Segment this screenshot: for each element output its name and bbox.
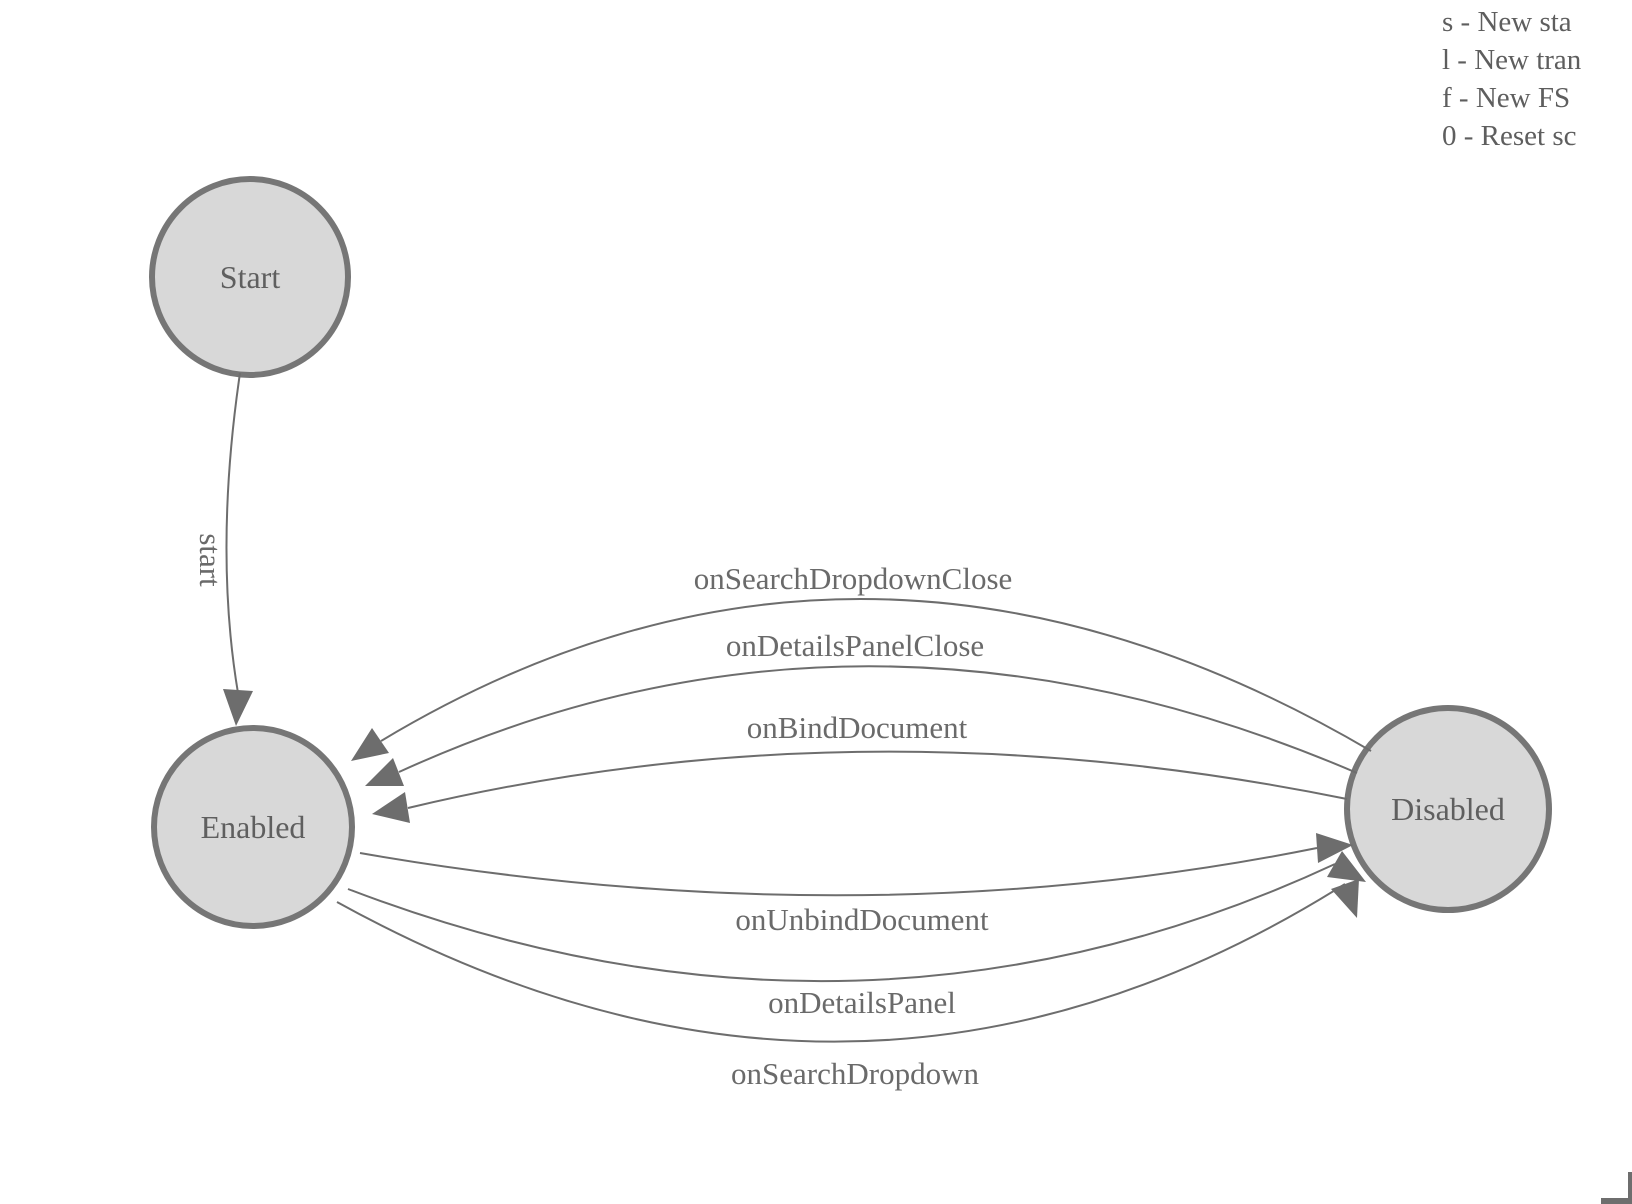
horizontal-scrollbar-thumb[interactable] [1601,1198,1632,1204]
arrowhead-onSearchDropdown [1331,879,1359,918]
hotkey-legend: s - New sta l - New tran f - New FS 0 - … [1442,3,1632,155]
hotkey-legend-line: l - New tran [1442,44,1582,76]
transition-label-onBindDocument[interactable]: onBindDocument [747,710,968,745]
hotkey-legend-line: s - New sta [1442,6,1572,38]
transition-edge-start[interactable] [225,372,241,694]
transition-label-onSearchDropdown[interactable]: onSearchDropdown [731,1056,979,1091]
transition-label-onSearchDropdownClose[interactable]: onSearchDropdownClose [694,561,1013,596]
transition-edge-onSearchDropdown[interactable] [336,883,1346,1043]
state-node-enabled[interactable]: Enabled [151,725,355,929]
transition-onDetailsPanelClose[interactable]: onDetailsPanelClose [365,628,1358,786]
state-label-enabled: Enabled [201,809,306,845]
state-circle-enabled[interactable] [151,725,355,929]
arrowhead-onDetailsPanel [1327,851,1366,882]
transition-onBindDocument[interactable]: onBindDocument [372,710,1348,823]
transition-onUnbindDocument[interactable]: onUnbindDocument [359,833,1353,937]
transition-edge-onUnbindDocument[interactable] [359,847,1318,897]
transition-start[interactable]: start [193,372,253,726]
arrowhead-onSearchDropdownClose [351,728,389,761]
transition-onSearchDropdown[interactable]: onSearchDropdown [336,879,1359,1091]
transition-edge-onDetailsPanel[interactable] [347,863,1336,983]
arrowhead-onUnbindDocument [1316,833,1353,863]
transition-onSearchDropdownClose[interactable]: onSearchDropdownClose [351,561,1372,761]
transition-label-onDetailsPanel[interactable]: onDetailsPanel [768,985,956,1020]
transition-edge-onBindDocument[interactable] [407,750,1348,809]
arrowhead-onDetailsPanelClose [365,758,404,786]
state-circle-start[interactable] [149,176,351,378]
hotkey-legend-line: f - New FS [1442,82,1571,114]
transition-edge-onDetailsPanelClose[interactable] [398,665,1358,774]
state-node-start[interactable]: Start [149,176,351,378]
transition-label-onUnbindDocument[interactable]: onUnbindDocument [735,902,989,937]
transition-label-start[interactable]: start [193,533,228,587]
hotkey-legend-line: 0 - Reset sc [1442,120,1577,152]
arrowhead-onBindDocument [372,792,410,823]
state-label-disabled: Disabled [1391,791,1505,827]
arrowhead-start-to-enabled [223,689,253,726]
transition-edge-onSearchDropdownClose[interactable] [380,598,1372,752]
state-label-start: Start [220,259,281,295]
vertical-scrollbar-thumb[interactable] [1628,1172,1632,1204]
transition-onDetailsPanel[interactable]: onDetailsPanel [347,851,1366,1020]
state-node-disabled[interactable]: Disabled [1344,705,1552,913]
transition-label-onDetailsPanelClose[interactable]: onDetailsPanelClose [726,628,984,663]
state-circle-disabled[interactable] [1344,705,1552,913]
